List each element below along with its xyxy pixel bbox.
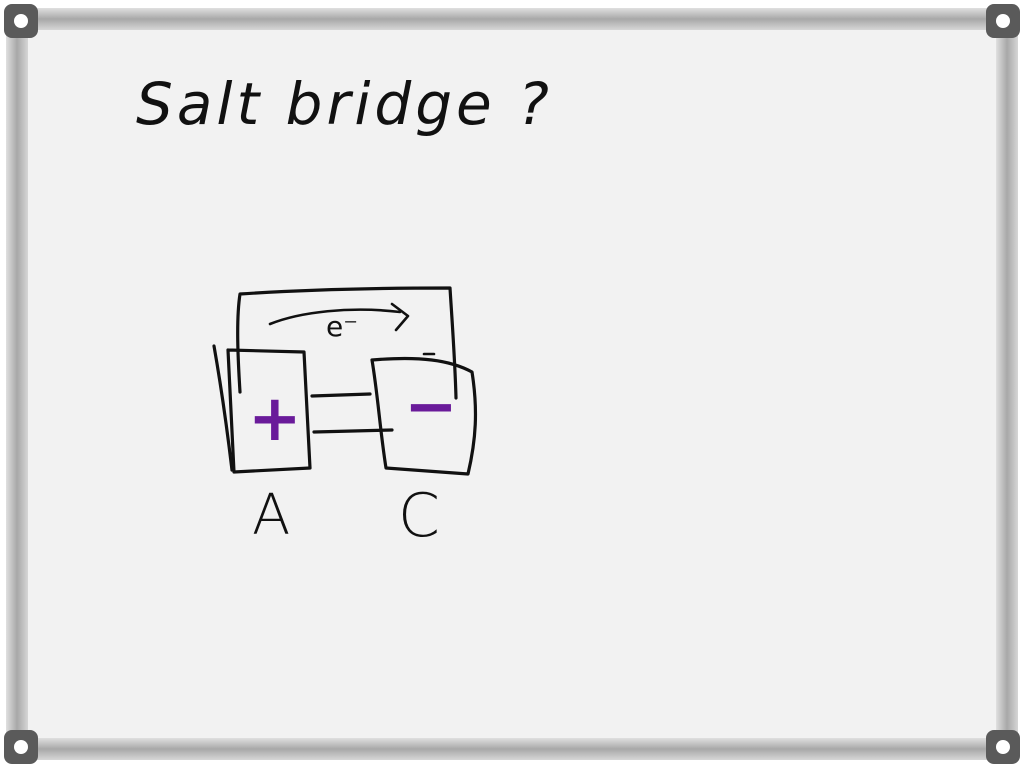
frame-bottom: [14, 738, 1010, 760]
electron-flow-arrow: [268, 308, 402, 326]
board-surface: [28, 28, 996, 740]
electron-label: e⁻: [326, 310, 358, 343]
cathode-label: C: [398, 481, 440, 551]
frame-corner-icon: [4, 4, 1020, 764]
cathode-sign: −: [404, 370, 458, 444]
salt-bridge-top: [310, 392, 372, 398]
external-wire: [236, 286, 458, 400]
anode-label: A: [252, 483, 290, 548]
frame-right: [996, 16, 1018, 752]
anode-beaker-wall: [212, 344, 234, 472]
arrowhead-icon: [390, 302, 410, 332]
anode-sign: +: [248, 382, 302, 456]
cathode-beaker: [370, 356, 478, 476]
salt-bridge-bottom: [312, 428, 394, 434]
anode-beaker: [226, 348, 312, 474]
title-text: Salt bridge ?: [136, 70, 553, 138]
frame-top: [14, 8, 1010, 30]
frame-left: [6, 16, 28, 752]
